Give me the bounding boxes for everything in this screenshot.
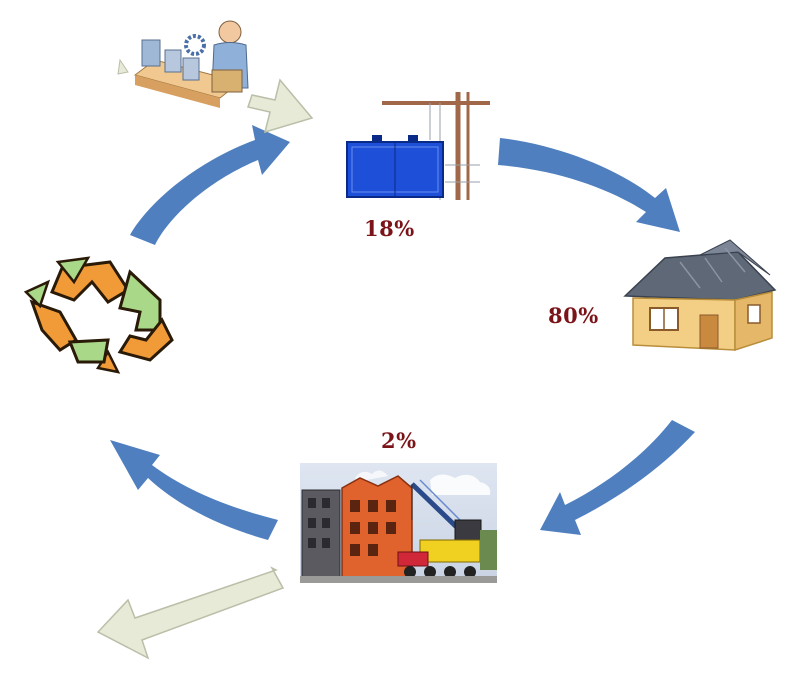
- percent-label-demolition: 2%: [381, 428, 417, 453]
- recycle-icon: [23, 256, 174, 374]
- cycle-arrow-demolition-to-recycle: [110, 440, 278, 540]
- factory-worker-icon: [117, 20, 249, 108]
- cycle-arrow-recycle-to-production: [130, 125, 290, 245]
- building-frame-crane-icon: [346, 92, 490, 200]
- cycle-arrow-use-to-demolition: [540, 420, 695, 535]
- percent-label-use: 80%: [548, 303, 599, 328]
- demolition-crane-icon: [300, 463, 497, 583]
- input-arrow: [247, 78, 314, 134]
- house-icon: [623, 239, 777, 352]
- cycle-arrow-production-to-use: [498, 138, 680, 232]
- percent-label-production: 18%: [364, 216, 415, 241]
- output-arrow: [96, 566, 285, 660]
